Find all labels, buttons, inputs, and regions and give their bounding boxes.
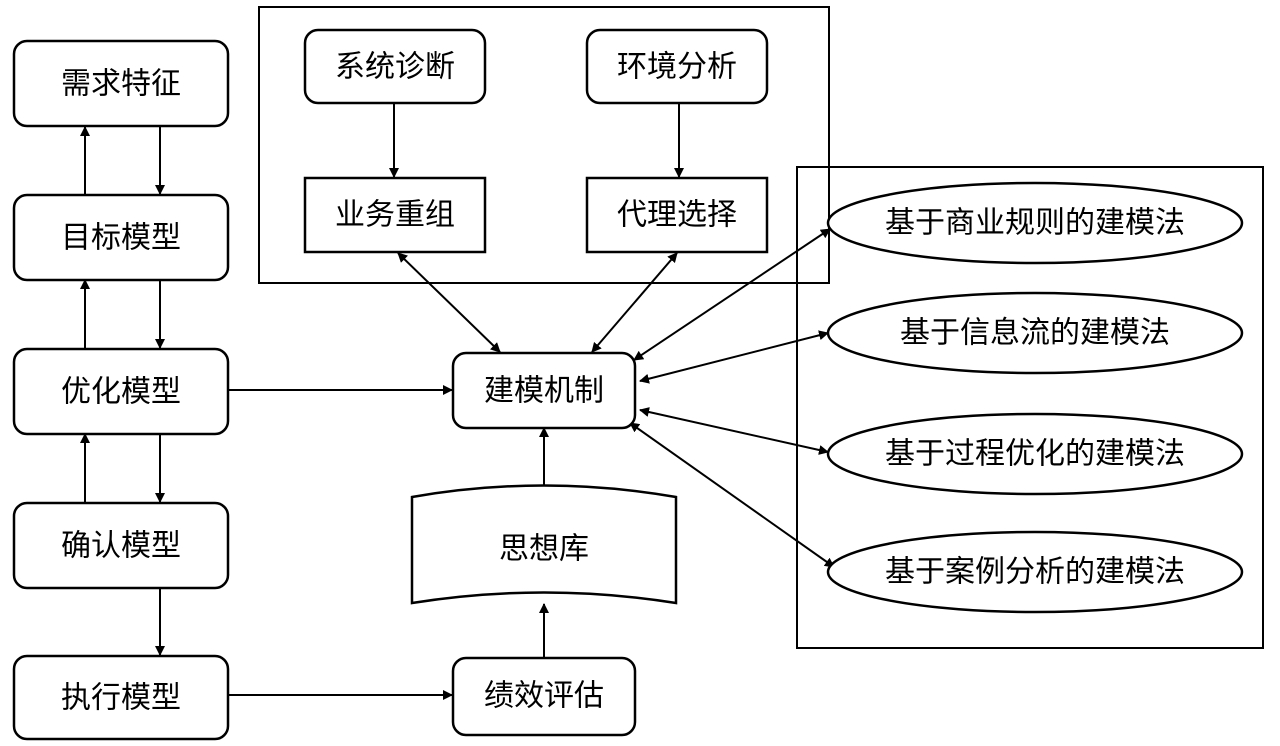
node-mechanism-label: 建模机制 <box>484 374 604 409</box>
node-diagnosis[interactable]: 系统诊断 <box>303 28 487 105</box>
node-execute-label: 执行模型 <box>61 681 181 716</box>
node-demand-label: 需求特征 <box>61 67 181 102</box>
node-performance-label: 绩效评估 <box>484 679 604 714</box>
edge-mechanism-method4 <box>629 422 835 568</box>
node-agent[interactable]: 代理选择 <box>585 176 769 254</box>
node-optimize-label: 优化模型 <box>61 375 181 410</box>
node-performance[interactable]: 绩效评估 <box>451 656 637 737</box>
node-optimize[interactable]: 优化模型 <box>12 347 230 436</box>
top-group-frame <box>258 6 830 284</box>
node-confirm[interactable]: 确认模型 <box>12 501 230 590</box>
edge-reorg-mechanism <box>397 252 501 353</box>
node-thinktank[interactable]: 思想库 <box>410 484 678 605</box>
node-method3[interactable]: 基于过程优化的建模法 <box>826 412 1244 496</box>
edge-agent-mechanism <box>591 252 678 353</box>
node-execute[interactable]: 执行模型 <box>12 654 230 741</box>
node-method2-label: 基于信息流的建模法 <box>900 316 1170 351</box>
node-diagnosis-label: 系统诊断 <box>335 50 455 85</box>
node-reorg[interactable]: 业务重组 <box>303 176 487 254</box>
edge-mechanism-method3 <box>639 407 829 455</box>
node-confirm-label: 确认模型 <box>61 529 181 564</box>
node-environment-label: 环境分析 <box>617 50 737 85</box>
node-method2[interactable]: 基于信息流的建模法 <box>826 291 1244 375</box>
node-agent-label: 代理选择 <box>617 198 737 233</box>
edges <box>80 104 835 700</box>
node-method4-label: 基于案例分析的建模法 <box>885 555 1185 590</box>
node-mechanism[interactable]: 建模机制 <box>451 351 637 430</box>
edge-mechanism-method2 <box>639 330 829 384</box>
node-method1-label: 基于商业规则的建模法 <box>885 206 1185 241</box>
node-goal-label: 目标模型 <box>61 221 181 256</box>
node-method3-label: 基于过程优化的建模法 <box>885 437 1185 472</box>
node-method4[interactable]: 基于案例分析的建模法 <box>826 530 1244 614</box>
node-method1[interactable]: 基于商业规则的建模法 <box>826 181 1244 265</box>
node-goal[interactable]: 目标模型 <box>12 193 230 282</box>
node-environment[interactable]: 环境分析 <box>585 28 769 105</box>
node-reorg-label: 业务重组 <box>335 198 455 233</box>
node-thinktank-label: 思想库 <box>499 532 589 567</box>
node-demand[interactable]: 需求特征 <box>12 39 230 128</box>
